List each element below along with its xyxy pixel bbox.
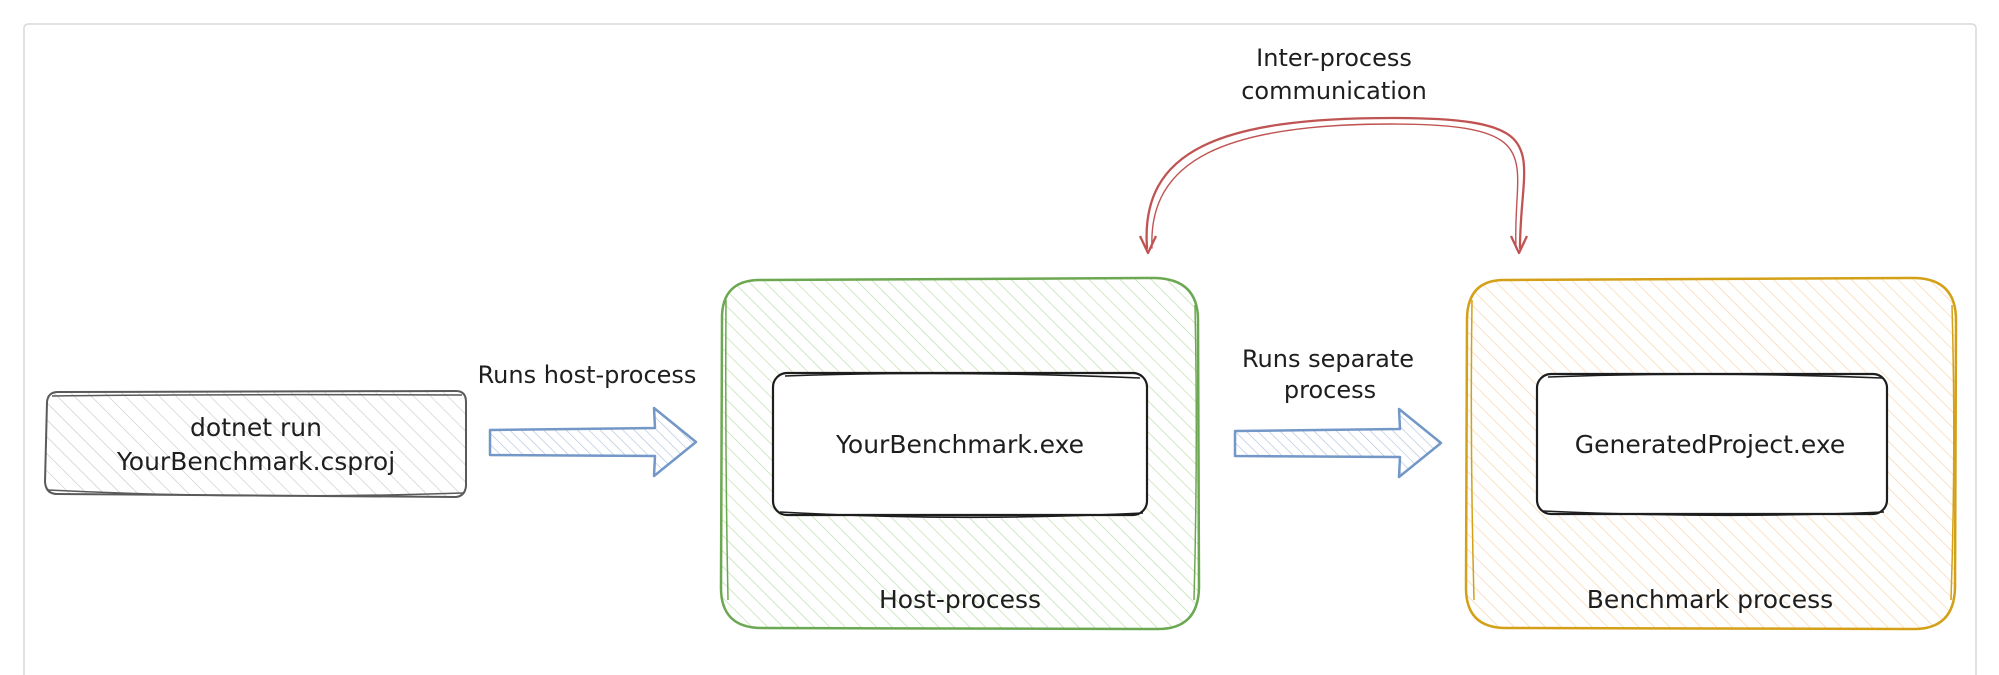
host-process-group: YourBenchmark.exe Host-process: [719, 276, 1201, 631]
benchmark-process-group: GeneratedProject.exe Benchmark process: [1464, 276, 1958, 631]
command-node: dotnet run YourBenchmark.csproj: [43, 389, 467, 499]
command-box: [43, 389, 467, 499]
host-process-label: Host-process: [879, 585, 1041, 614]
generated-exe-label: GeneratedProject.exe: [1575, 430, 1845, 459]
ipc-arc: [1145, 116, 1526, 250]
runs-host-label: Runs host-process: [478, 361, 697, 389]
runs-separate-arrow: [1233, 407, 1443, 479]
ipc-edge: Inter-process communication: [1138, 44, 1529, 255]
command-label-line2: YourBenchmark.csproj: [116, 447, 395, 476]
command-label-line1: dotnet run: [190, 413, 322, 442]
runs-separate-label-line2: process: [1284, 376, 1376, 404]
ipc-label-line1: Inter-process: [1256, 44, 1412, 72]
ipc-arrowhead-right: [1509, 235, 1529, 255]
benchmark-process-label: Benchmark process: [1587, 585, 1833, 614]
ipc-label-line2: communication: [1241, 77, 1427, 105]
runs-separate-edge: Runs separate process: [1233, 345, 1443, 479]
runs-host-edge: Runs host-process: [478, 361, 698, 478]
runs-separate-label-line1: Runs separate: [1242, 345, 1414, 373]
ipc-arrowhead-left: [1138, 235, 1158, 255]
runs-host-arrow: [488, 406, 698, 478]
host-exe-label: YourBenchmark.exe: [835, 430, 1084, 459]
